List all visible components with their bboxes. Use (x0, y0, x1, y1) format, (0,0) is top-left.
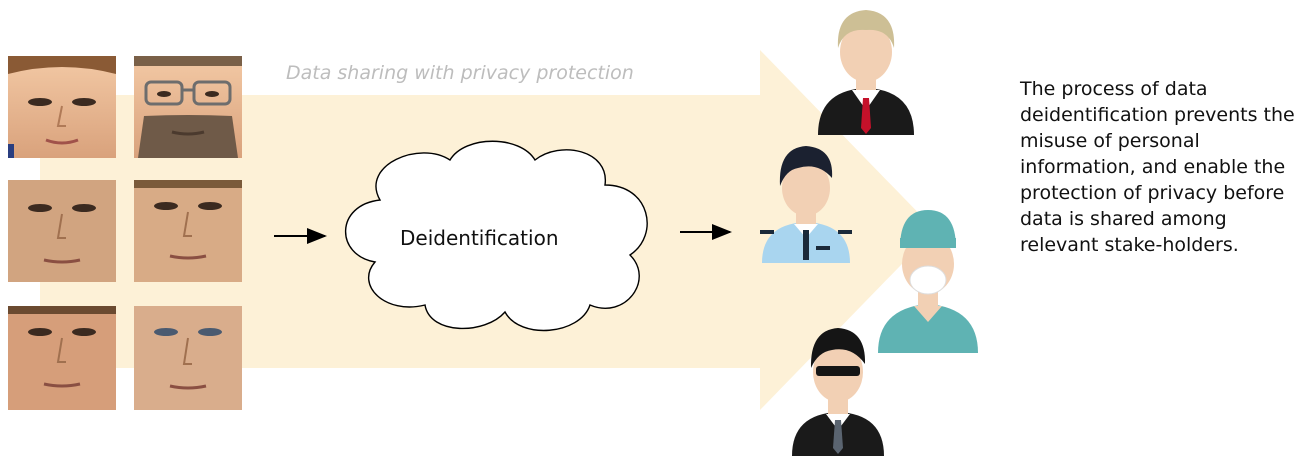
description-text: The process of data deidentification pre… (1020, 78, 1295, 256)
face-photo-man (8, 180, 116, 282)
process-label: Deidentification (400, 226, 559, 250)
face-photo-woman (8, 56, 116, 158)
face-photo-bearded-man-glasses (134, 56, 242, 158)
face-photo-man (8, 306, 116, 410)
businessman-icon (818, 10, 914, 135)
face-photo-man (134, 180, 242, 282)
police-officer-icon (760, 146, 852, 263)
surgeon-icon (878, 210, 978, 353)
deidentification-cloud (344, 140, 648, 332)
face-photo-man (134, 306, 242, 410)
face-photo-grid (8, 56, 242, 410)
banner-caption: Data sharing with privacy protection (286, 62, 634, 84)
agent-sunglasses-icon (792, 328, 884, 456)
